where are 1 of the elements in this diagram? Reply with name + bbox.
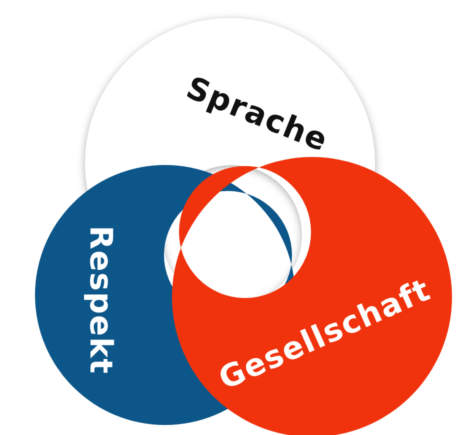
ring-label: Respekt [84, 226, 116, 374]
